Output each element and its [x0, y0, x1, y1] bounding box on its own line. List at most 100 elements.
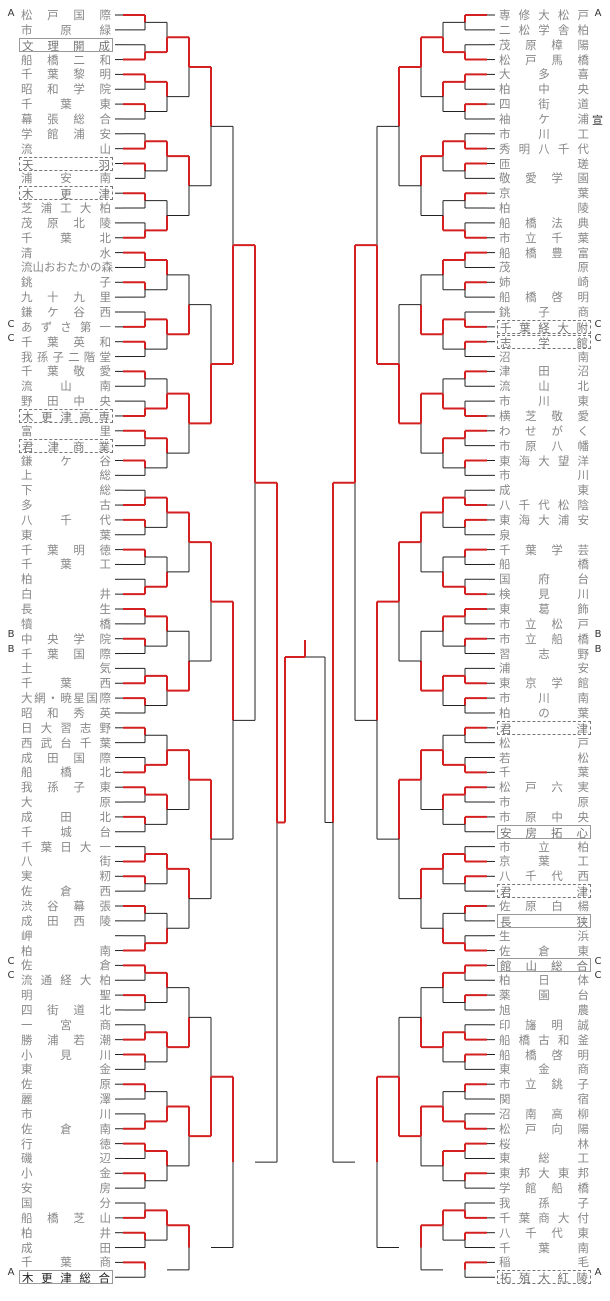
team-name-char: 館: [576, 335, 589, 349]
team-name-char: 田: [47, 394, 59, 409]
team-name-char: 大: [499, 67, 511, 82]
team-name-char: 立: [538, 839, 550, 854]
team-name-char: 長: [500, 914, 512, 928]
team-name-char: 宮: [60, 1017, 72, 1032]
team-name: あずさ第一: [19, 320, 113, 334]
team-name: 木更津総合: [19, 1270, 113, 1285]
team-name: 千葉西: [19, 676, 113, 690]
team-name-char: 松: [499, 52, 511, 67]
team-name-char: 一: [99, 839, 112, 854]
team-name: 岬: [19, 929, 113, 943]
team-name-char: 専: [98, 409, 111, 423]
team-name: 市立千葉: [497, 231, 591, 245]
team-name: 志学館: [497, 334, 591, 349]
team-name-char: 更: [41, 1271, 53, 1285]
team-name-char: 農: [577, 1002, 590, 1017]
team-name-char: 園: [577, 171, 589, 186]
team-name-char: 生: [499, 928, 511, 943]
team-name-char: あ: [21, 319, 33, 334]
team-name-char: 千: [518, 498, 531, 513]
team-name-char: 千: [21, 839, 33, 854]
team-name-char: 八: [499, 1225, 511, 1240]
team-name-char: ケ: [47, 305, 59, 319]
seed-label: C: [7, 333, 15, 344]
team-name: 沼南: [497, 350, 591, 364]
team-name: 千城台: [19, 825, 113, 839]
team-name-char: 柳: [577, 1106, 589, 1121]
team-name-char: 多: [21, 498, 33, 513]
team-name-char: 市: [21, 22, 33, 37]
team-name-char: 八: [21, 512, 33, 527]
team-name-char: 徳: [99, 542, 111, 557]
team-name-char: 昭: [21, 705, 33, 720]
team-name-char: 学: [21, 126, 33, 141]
team-name-char: 子: [52, 349, 64, 364]
team-name: 柏日体: [497, 973, 591, 987]
team-name-char: 総: [99, 483, 112, 498]
team-name-char: 英: [73, 334, 85, 349]
team-name-char: 原: [577, 795, 590, 810]
team-name-char: 浦: [499, 661, 511, 676]
team-name: 成東: [497, 483, 591, 497]
team-name-char: 船: [499, 1032, 511, 1047]
team-name-char: 葉: [47, 542, 59, 557]
team-name: 千葉北: [19, 231, 113, 245]
team-name-char: 日: [21, 720, 33, 735]
team-name: 習志野: [497, 647, 591, 661]
team-name-char: 総: [551, 959, 563, 973]
team-name-char: 山: [99, 141, 112, 156]
team-name-char: 安: [21, 1181, 33, 1196]
team-name-char: 明: [21, 988, 33, 1003]
team-name-char: 戸: [47, 8, 59, 22]
team-name-char: 日: [60, 839, 72, 854]
team-name: 千葉敬愛: [19, 364, 113, 378]
team-name: 八千代西: [497, 869, 591, 883]
team-name-char: 君: [500, 885, 512, 899]
team-name-char: 市: [499, 839, 511, 854]
team-name: 西武台千葉: [19, 736, 113, 750]
team-name: 大網・暁星国際: [19, 691, 113, 705]
team-name: 船橋法典: [497, 216, 591, 230]
team-name-char: 張: [99, 899, 111, 913]
team-name: 船橋豊富: [497, 246, 591, 260]
seed-label: C: [594, 319, 602, 330]
team-name: 国分: [19, 1196, 113, 1210]
team-name: 安房拓心: [497, 824, 591, 839]
team-name-char: 稲: [499, 1255, 511, 1270]
note-label: 宣: [592, 114, 603, 127]
team-name-char: 犢: [21, 616, 33, 631]
team-name: 多古: [19, 498, 113, 512]
team-name-char: 千: [21, 542, 33, 557]
team-name-char: 陵: [576, 1271, 589, 1285]
team-name-char: 我: [21, 349, 33, 364]
team-name-char: 工: [99, 557, 112, 572]
team-name-char: 市: [499, 809, 511, 824]
team-name: 千葉日大一: [19, 840, 113, 854]
team-name-char: 敬: [551, 408, 563, 423]
team-name-char: 大: [79, 973, 92, 988]
team-name-char: 代: [538, 498, 550, 513]
team-name-char: 葉: [47, 334, 59, 349]
team-name: 勝浦若潮: [19, 1033, 113, 1047]
seed-label: C: [7, 956, 15, 967]
team-name: 銚子: [19, 275, 113, 289]
team-name-char: 業: [98, 439, 111, 453]
team-name: 流山: [19, 142, 113, 156]
team-name: 千葉黎明: [19, 67, 113, 81]
team-name-char: 澤: [99, 1092, 112, 1107]
team-name-char: 千: [499, 1240, 511, 1255]
team-name-char: 緑: [99, 22, 112, 37]
team-name-char: 東: [21, 1062, 33, 1077]
team-name-char: 葉: [60, 1255, 72, 1270]
team-name-char: わ: [499, 423, 511, 438]
team-name-char: 和: [99, 52, 111, 67]
team-name-char: 二: [73, 52, 85, 67]
team-name: 姉崎: [497, 275, 591, 289]
team-name-char: 学: [551, 676, 563, 691]
team-name-char: 津: [499, 364, 511, 379]
team-name-char: 愛: [577, 408, 589, 423]
team-name: 稲毛: [497, 1255, 591, 1269]
team-name-char: 邦: [577, 1166, 590, 1181]
team-name-char: 国: [86, 691, 98, 706]
